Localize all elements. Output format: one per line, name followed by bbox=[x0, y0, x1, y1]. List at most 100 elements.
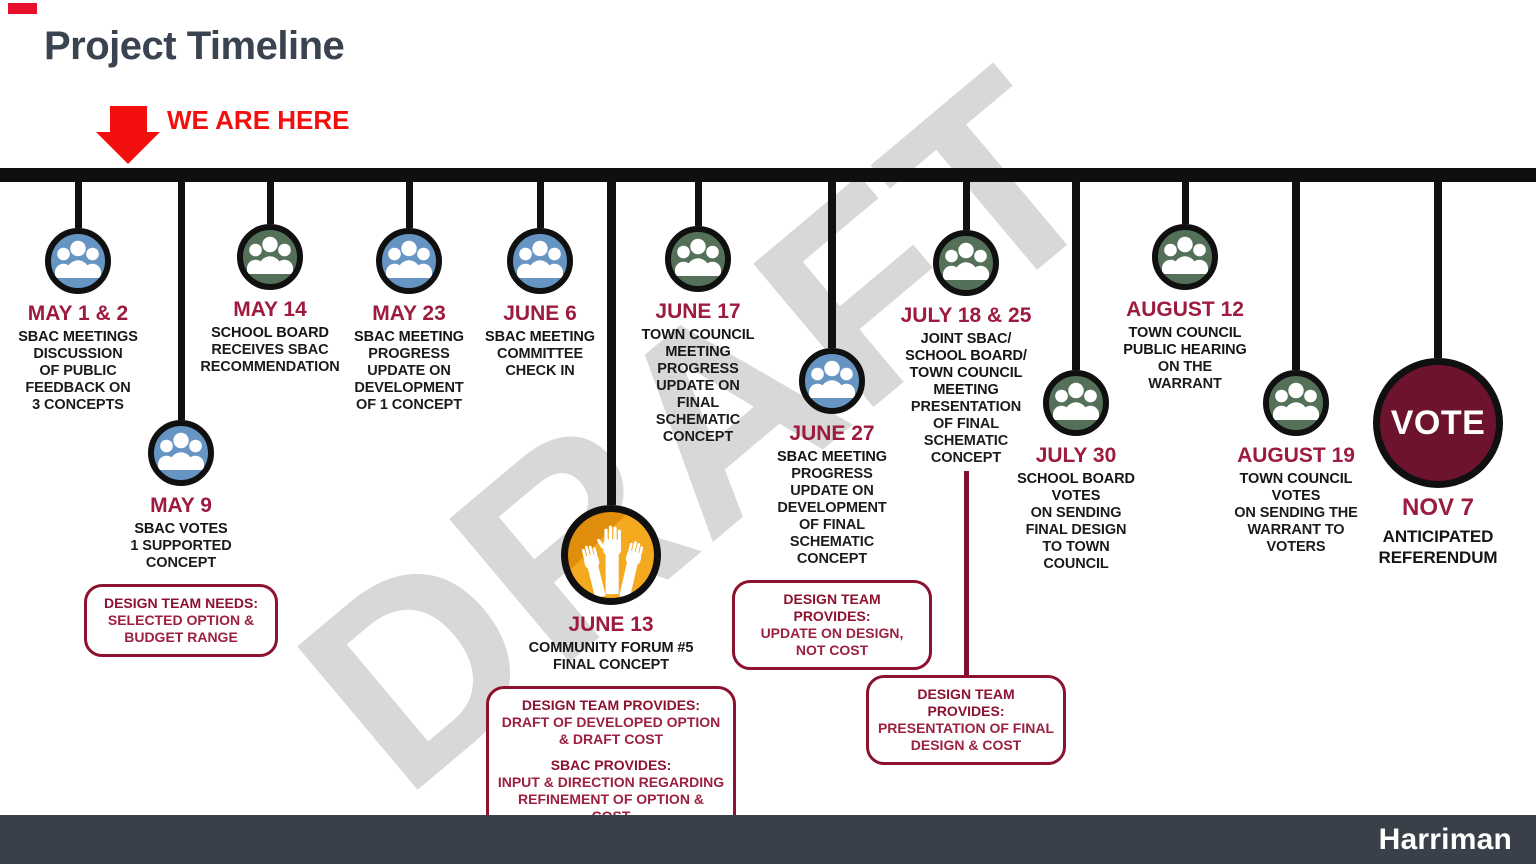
hanger-line bbox=[1434, 182, 1442, 358]
corner-accent-mark bbox=[8, 3, 37, 14]
milestone-description: PROGRESS UPDATE ON DEVELOPMENT OF FINAL … bbox=[777, 466, 887, 567]
milestone-title: SCHOOL BOARD VOTES bbox=[1017, 471, 1135, 504]
people-group-icon bbox=[1152, 224, 1218, 290]
hanger-line bbox=[962, 182, 970, 230]
milestone-july18_25: JULY 18 & 25 JOINT SBAC/ SCHOOL BOARD/ TO… bbox=[866, 182, 1066, 765]
raised-hands-icon bbox=[561, 505, 661, 605]
note-connector-line bbox=[963, 471, 969, 675]
milestone-title: TOWN COUNCIL MEETING bbox=[641, 327, 755, 360]
note-title: DESIGN TEAM PROVIDES: bbox=[783, 591, 881, 624]
milestone-date: AUGUST 19 bbox=[1237, 444, 1355, 467]
milestone-description: ON SENDING THE WARRANT TO VOTERS bbox=[1234, 505, 1358, 555]
design-team-note: DESIGN TEAM PROVIDES: PRESENTATION OF FI… bbox=[866, 675, 1066, 765]
people-group-icon bbox=[507, 228, 573, 294]
note-body: PRESENTATION OF FINAL DESIGN & COST bbox=[877, 720, 1055, 753]
hanger-line bbox=[1181, 182, 1189, 224]
hanger-line bbox=[606, 182, 616, 505]
milestone-date: JUNE 6 bbox=[503, 302, 577, 325]
hanger-line bbox=[536, 182, 544, 228]
hanger-line bbox=[405, 182, 413, 228]
milestone-date: AUGUST 12 bbox=[1126, 298, 1244, 321]
note-title: DESIGN TEAM PROVIDES: bbox=[917, 686, 1015, 719]
hanger-line bbox=[828, 182, 836, 348]
milestone-description: RECEIVES SBAC RECOMMENDATION bbox=[200, 342, 340, 375]
milestone-title: SCHOOL BOARD bbox=[211, 325, 329, 341]
note-body: SELECTED OPTION & BUDGET RANGE bbox=[107, 612, 255, 645]
milestone-title: TOWN COUNCIL VOTES bbox=[1239, 471, 1353, 504]
note-section: DESIGN TEAM NEEDS: SELECTED OPTION & BUD… bbox=[95, 595, 267, 646]
milestone-description: COMMITTEE CHECK IN bbox=[496, 346, 584, 379]
milestone-description: PROGRESS UPDATE ON FINAL SCHEMATIC CONCE… bbox=[655, 361, 741, 445]
note-title: DESIGN TEAM PROVIDES: bbox=[521, 697, 701, 713]
vote-label: VOTE bbox=[1390, 403, 1486, 442]
people-group-icon bbox=[45, 228, 111, 294]
design-team-note: DESIGN TEAM PROVIDES: DRAFT OF DEVELOPED… bbox=[486, 686, 736, 836]
people-group-icon bbox=[1043, 370, 1109, 436]
milestone-date: JUNE 17 bbox=[655, 300, 741, 323]
people-group-icon bbox=[376, 228, 442, 294]
milestone-title: SBAC VOTES bbox=[134, 521, 228, 537]
milestone-title: JOINT SBAC/ SCHOOL BOARD/ TOWN COUNCIL M… bbox=[905, 331, 1027, 398]
timeline-bar bbox=[0, 168, 1536, 182]
people-group-icon bbox=[665, 226, 731, 292]
people-group-icon bbox=[237, 224, 303, 290]
note-section: DESIGN TEAM PROVIDES: UPDATE ON DESIGN, … bbox=[743, 591, 921, 659]
vote-badge: VOTE bbox=[1373, 358, 1503, 488]
note-title: DESIGN TEAM NEEDS: bbox=[103, 595, 258, 611]
milestone-description: PROGRESS UPDATE ON DEVELOPMENT OF 1 CONC… bbox=[354, 346, 464, 413]
note-section: SBAC PROVIDES: INPUT & DIRECTION REGARDI… bbox=[497, 757, 725, 825]
milestone-description: 1 SUPPORTED CONCEPT bbox=[130, 538, 232, 571]
milestone-description: ON SENDING FINAL DESIGN TO TOWN COUNCIL bbox=[1025, 505, 1127, 572]
people-group-icon bbox=[799, 348, 865, 414]
note-body: UPDATE ON DESIGN, NOT COST bbox=[760, 625, 904, 658]
hanger-line bbox=[266, 182, 274, 224]
milestone-date: JUNE 13 bbox=[568, 613, 654, 636]
note-section: DESIGN TEAM PROVIDES: DRAFT OF DEVELOPED… bbox=[497, 697, 725, 748]
milestone-description: DISCUSSION OF PUBLIC FEEDBACK ON 3 CONCE… bbox=[25, 346, 131, 413]
note-body: INPUT & DIRECTION REGARDING REFINEMENT O… bbox=[497, 774, 725, 824]
people-group-icon bbox=[148, 420, 214, 486]
milestone-date: NOV 7 bbox=[1401, 494, 1475, 521]
milestone-title: ANTICIPATED REFERENDUM bbox=[1378, 527, 1498, 567]
milestone-date: MAY 1 & 2 bbox=[27, 302, 129, 325]
hanger-line bbox=[1292, 182, 1300, 370]
people-group-icon bbox=[1263, 370, 1329, 436]
we-are-here-arrow-icon bbox=[110, 106, 147, 133]
milestone-title: SBAC MEETINGS bbox=[18, 329, 138, 345]
milestone-date: MAY 23 bbox=[372, 302, 446, 325]
milestone-title: SBAC MEETING bbox=[485, 329, 595, 345]
milestone-description: PRESENTATION OF FINAL SCHEMATIC CONCEPT bbox=[910, 399, 1022, 466]
milestone-date: MAY 14 bbox=[233, 298, 307, 321]
milestone-date: JULY 18 & 25 bbox=[900, 304, 1032, 327]
note-title: SBAC PROVIDES: bbox=[550, 757, 672, 773]
hanger-line bbox=[177, 182, 185, 420]
we-are-here-arrowhead-icon bbox=[96, 132, 160, 164]
milestone-title: SBAC MEETING bbox=[777, 449, 887, 465]
milestone-description: ON THE WARRANT bbox=[1148, 359, 1222, 392]
milestone-description: FINAL CONCEPT bbox=[552, 657, 670, 673]
footer-bar: Harriman bbox=[0, 815, 1536, 864]
milestone-date: JUNE 27 bbox=[789, 422, 875, 445]
milestone-date: JULY 30 bbox=[1035, 444, 1117, 467]
milestone-title: TOWN COUNCIL PUBLIC HEARING bbox=[1123, 325, 1247, 358]
design-team-note: DESIGN TEAM NEEDS: SELECTED OPTION & BUD… bbox=[84, 584, 278, 657]
page-title: Project Timeline bbox=[44, 24, 345, 68]
milestone-title: COMMUNITY FORUM #5 bbox=[528, 640, 694, 656]
milestone-title: SBAC MEETING bbox=[354, 329, 464, 345]
hanger-line bbox=[1072, 182, 1080, 370]
people-group-icon bbox=[933, 230, 999, 296]
hanger-line bbox=[74, 182, 82, 228]
brand-logo-text: Harriman bbox=[1378, 822, 1512, 856]
note-body: DRAFT OF DEVELOPED OPTION & DRAFT COST bbox=[501, 714, 721, 747]
